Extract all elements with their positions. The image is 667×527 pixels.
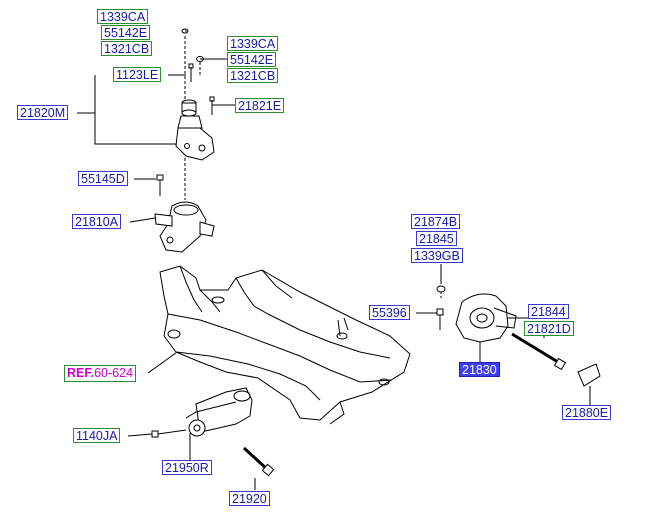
part-label-55142e-right[interactable]: 55142E [227, 52, 277, 67]
part-label-21844[interactable]: 21844 [528, 304, 569, 319]
reference-label[interactable]: REF.60-624 [64, 365, 137, 382]
part-label-21874b[interactable]: 21874B [411, 214, 461, 229]
reference-prefix: REF. [67, 366, 95, 380]
part-label-55142e-top[interactable]: 55142E [101, 25, 151, 40]
part-label-1321cb-top[interactable]: 1321CB [101, 41, 153, 56]
part-label-21830-selected[interactable]: 21830 [459, 362, 500, 377]
part-label-21950r[interactable]: 21950R [162, 460, 212, 475]
reference-number: 60-624 [94, 366, 134, 380]
part-label-21821d[interactable]: 21821D [524, 321, 574, 336]
part-label-21920[interactable]: 21920 [229, 491, 270, 506]
part-label-21810a[interactable]: 21810A [72, 214, 122, 229]
part-label-1339ca-top[interactable]: 1339CA [97, 9, 149, 24]
part-label-21821e[interactable]: 21821E [235, 98, 285, 113]
part-label-1140ja[interactable]: 1140JA [73, 428, 121, 443]
part-label-1321cb-right[interactable]: 1321CB [227, 68, 279, 83]
part-label-1339gb[interactable]: 1339GB [411, 248, 463, 263]
part-label-55396[interactable]: 55396 [369, 305, 410, 320]
part-label-55145d[interactable]: 55145D [78, 171, 128, 186]
part-label-21845[interactable]: 21845 [416, 231, 457, 246]
part-label-1123le[interactable]: 1123LE [113, 67, 162, 82]
part-label-21820m[interactable]: 21820M [17, 105, 69, 120]
part-label-21880e[interactable]: 21880E [562, 405, 612, 420]
part-label-1339ca-right[interactable]: 1339CA [227, 36, 279, 51]
